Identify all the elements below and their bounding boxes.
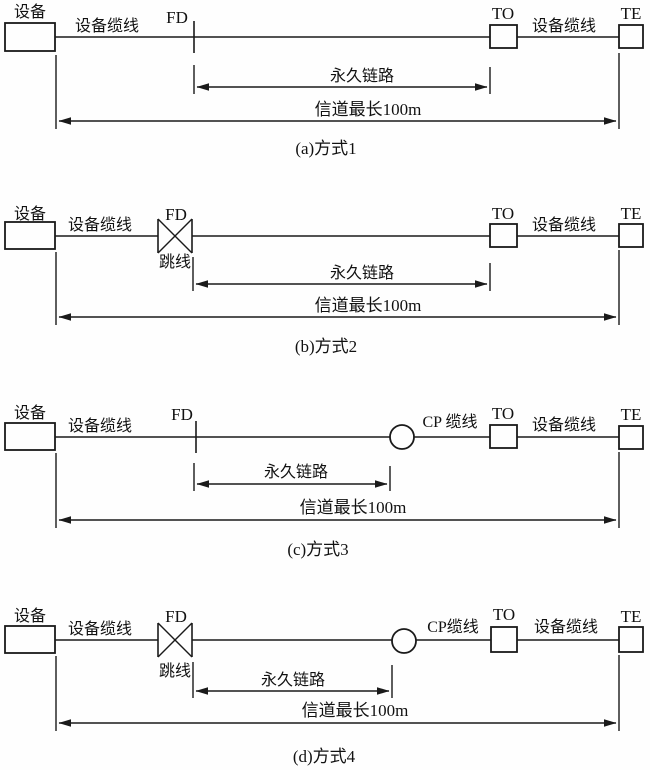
section-caption: (c)方式3 xyxy=(287,540,348,559)
channel-label: 信道最长100m xyxy=(300,498,407,517)
cp-connector-icon xyxy=(389,424,415,450)
channel-label: 信道最长100m xyxy=(315,100,422,119)
permanent-link-label: 永久链路 xyxy=(264,463,328,481)
fd-label: FD xyxy=(165,205,187,224)
section-caption: (d)方式4 xyxy=(293,747,356,766)
device-cable-right-label: 设备缆线 xyxy=(532,17,596,35)
device-cable-right-label: 设备缆线 xyxy=(532,216,596,234)
section-method-2: 设备 设备缆线 FD 跳线 TO 设备缆线 TE 永久链路 信道最长100m (… xyxy=(4,204,644,356)
section-method-1: 设备 设备缆线 FD TO 设备缆线 TE 永久链路 信道最长100m (a)方… xyxy=(4,3,644,158)
cp-cable-label: CP缆线 xyxy=(427,618,479,636)
cp-cable-label: CP 缆线 xyxy=(423,413,478,431)
fd-jumper-cross-icon xyxy=(157,622,193,658)
device-cable-right-label: 设备缆线 xyxy=(534,618,598,636)
te-label: TE xyxy=(621,4,642,23)
te-label: TE xyxy=(621,607,642,626)
device-label: 设备 xyxy=(14,607,46,625)
to-box xyxy=(489,424,518,449)
fd-jumper-cross-icon xyxy=(157,218,193,254)
device-cable-left-label: 设备缆线 xyxy=(68,417,132,435)
permanent-link-label: 永久链路 xyxy=(330,67,394,85)
channel-label: 信道最长100m xyxy=(315,296,422,315)
section-caption: (b)方式2 xyxy=(295,337,357,356)
device-box xyxy=(4,22,56,52)
cp-connector-icon xyxy=(391,628,417,654)
to-label: TO xyxy=(493,605,515,624)
jumper-label: 跳线 xyxy=(159,662,191,680)
device-box xyxy=(4,221,56,250)
device-cable-right-label: 设备缆线 xyxy=(532,416,596,434)
device-box xyxy=(4,625,56,654)
te-label: TE xyxy=(621,204,642,223)
te-box xyxy=(618,626,644,653)
section-method-3: 设备 设备缆线 FD CP 缆线 TO 设备缆线 TE 永久链路 信道最长100… xyxy=(4,404,644,559)
to-box xyxy=(489,24,518,49)
te-box xyxy=(618,223,644,248)
te-box xyxy=(618,24,644,49)
permanent-link-label: 永久链路 xyxy=(330,264,394,282)
device-label: 设备 xyxy=(14,404,46,422)
device-cable-left-label: 设备缆线 xyxy=(75,17,139,35)
device-box xyxy=(4,422,56,451)
device-label: 设备 xyxy=(14,3,46,21)
to-box xyxy=(490,626,518,653)
fd-label: FD xyxy=(165,607,187,626)
fd-label: FD xyxy=(171,405,193,424)
te-box xyxy=(618,425,644,450)
section-method-4: 设备 设备缆线 FD 跳线 CP缆线 TO 设备缆线 TE 永久链路 信道最长1… xyxy=(4,605,644,766)
device-label: 设备 xyxy=(14,205,46,223)
fd-label: FD xyxy=(166,8,188,27)
permanent-link-label: 永久链路 xyxy=(261,671,325,689)
to-label: TO xyxy=(492,4,514,23)
device-cable-left-label: 设备缆线 xyxy=(68,620,132,638)
to-box xyxy=(489,223,518,248)
to-label: TO xyxy=(492,204,514,223)
device-cable-left-label: 设备缆线 xyxy=(68,216,132,234)
jumper-label: 跳线 xyxy=(159,253,191,271)
section-caption: (a)方式1 xyxy=(295,139,356,158)
channel-label: 信道最长100m xyxy=(302,701,409,720)
te-label: TE xyxy=(621,405,642,424)
to-label: TO xyxy=(492,404,514,423)
